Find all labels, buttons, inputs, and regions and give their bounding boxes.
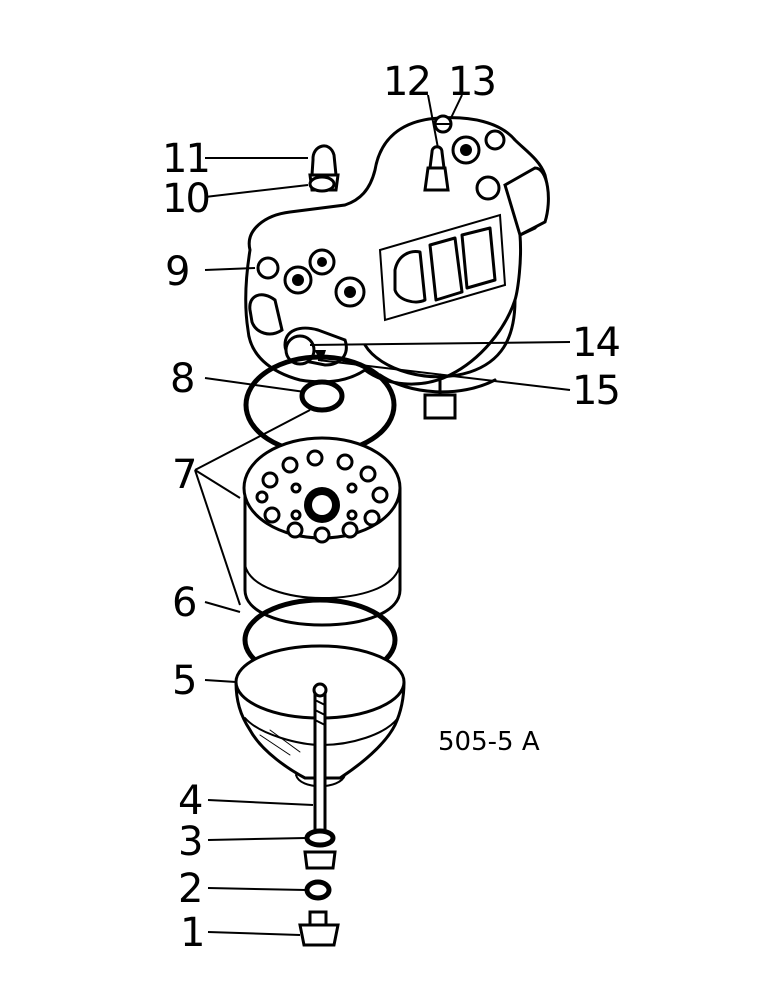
callout-11: 11 (162, 136, 209, 182)
callout-10: 10 (162, 176, 209, 222)
callout-6: 6 (172, 580, 195, 626)
callout-14: 14 (572, 320, 619, 366)
callout-3: 3 (178, 819, 201, 865)
figure-code: 505-5 A (438, 727, 540, 757)
filter-element (242, 436, 402, 627)
callout-8: 8 (170, 356, 193, 402)
filter-head (244, 114, 550, 420)
small-o-ring (299, 379, 345, 413)
callout-12: 12 (383, 59, 430, 105)
callout-2: 2 (178, 866, 201, 912)
callout-labels: 11 10 12 13 9 14 15 8 7 6 5 4 3 2 1 (162, 59, 621, 956)
sealing-washer (308, 175, 336, 193)
callout-5: 5 (172, 658, 195, 704)
callout-13: 13 (448, 59, 495, 105)
callout-15: 15 (572, 368, 619, 414)
callout-1: 1 (180, 910, 203, 956)
callout-7: 7 (172, 452, 195, 498)
callout-9: 9 (165, 249, 188, 295)
centre-bolt-washer (304, 828, 336, 848)
drain-washer (304, 879, 332, 901)
callout-4: 4 (178, 778, 202, 824)
leader-lines (194, 94, 571, 936)
centre-bolt (312, 682, 328, 837)
drain-plug (298, 910, 340, 947)
